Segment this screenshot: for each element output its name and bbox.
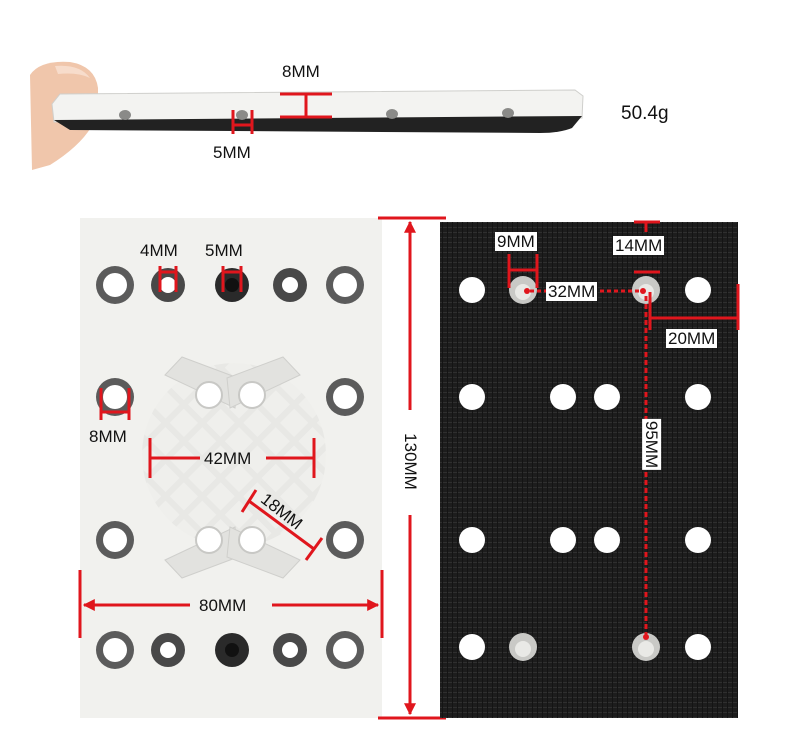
width-annotation [78, 570, 384, 638]
top-plate [78, 216, 446, 720]
plate-side-holes [96, 378, 364, 559]
side-hole-8mm-annotation [99, 388, 131, 420]
pad-body [440, 222, 738, 718]
side-hole-8mm-label: 8MM [89, 427, 127, 446]
hole-5mm-label: 5MM [205, 241, 243, 260]
center-holes [195, 381, 266, 554]
side-plate [51, 89, 584, 123]
pad-spacing-label: 32MM [546, 282, 598, 301]
hole-4mm-annotation [158, 266, 178, 292]
slot-length-annotation [240, 489, 324, 561]
pad-offset-annotation [634, 220, 660, 274]
height-label: 130MM [400, 433, 420, 490]
side-view [30, 61, 584, 170]
side-hole [236, 110, 248, 120]
pad-offset-label: 14MM [613, 236, 665, 255]
side-hole [119, 110, 131, 120]
pad-length-label: 95MM [642, 418, 662, 471]
thickness-annotation [280, 92, 332, 119]
weight-label: 50.4g [621, 103, 669, 124]
pad-edge-annotation [648, 284, 740, 330]
pad-hole-annotation [507, 254, 539, 288]
side-hole-label: 5MM [213, 143, 251, 162]
side-hole-annotation [231, 110, 254, 134]
height-annotation [378, 216, 446, 720]
side-hole [502, 108, 514, 118]
plate-mesh [142, 363, 326, 547]
hole-4mm-label: 4MM [140, 241, 178, 260]
pad-recessed-holes [509, 276, 660, 661]
pad-holes [459, 277, 711, 660]
hook-loop-pad [440, 220, 740, 718]
slot-span-annotation [148, 438, 316, 478]
side-hole [386, 109, 398, 119]
width-label: 80MM [199, 596, 247, 615]
pad-edge-label: 20MM [666, 329, 718, 348]
pad-hole-label: 9MM [495, 232, 537, 251]
side-velcro-layer [54, 116, 582, 133]
thickness-label: 8MM [282, 62, 320, 81]
slot-span-label: 42MM [204, 449, 252, 468]
hole-5mm-annotation [221, 266, 243, 292]
plate-bottom-row [96, 631, 364, 669]
